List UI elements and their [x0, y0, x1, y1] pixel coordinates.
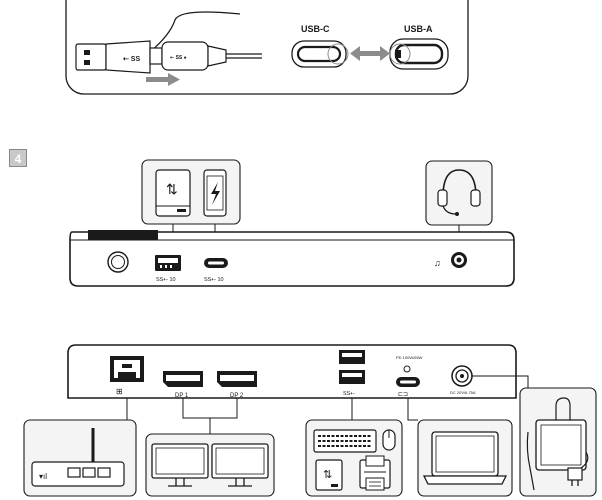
smartphone-charging-icon [203, 169, 227, 217]
laptop-callout-line [407, 398, 418, 421]
svg-text:⇠ SS: ⇠ SS [123, 56, 140, 63]
usb-a-port-illustration: USB-A [389, 24, 449, 70]
usb-drive-icon: ⇅ [315, 459, 343, 491]
adapter-cable [149, 11, 241, 53]
dock-front-body: SS⇠ 10 SS⇠ 10 ♫ [69, 230, 515, 287]
rear-usb-label: SS⇠ [343, 391, 355, 397]
adapter-panel: ⇠ SS ⇠ SS ● USB-C [65, 0, 469, 95]
usb-a-label: USB-A [404, 24, 433, 34]
dp1-label: DP 1 [175, 393, 189, 399]
ethernet-port: ⊞ [110, 356, 144, 396]
laptop-port-icon: ⊏⊐ [398, 392, 408, 398]
upstream-usb-c-port: PD 100W/65W ⊏⊐ [396, 355, 423, 398]
front-usb-a-label: SS⇠ 10 [156, 277, 176, 283]
mouse-icon [382, 429, 396, 451]
dual-monitor-callout [145, 433, 275, 497]
audio-jack: ♫ [434, 252, 467, 268]
usb-c-plug: ⇠ SS ● [149, 41, 262, 71]
ethernet-icon: ⊞ [116, 387, 123, 396]
swap-arrow [350, 46, 390, 61]
monitor-1-icon [151, 443, 209, 487]
svg-text:▾ıl: ▾ıl [39, 472, 47, 481]
router-icon: ▾ıl [31, 428, 125, 487]
rear-view: ⊞ DP 1 DP 2 SS⇠ [23, 344, 597, 497]
usb-c-port-illustration: USB-C [291, 24, 349, 68]
monitor-callout-line [182, 398, 238, 419]
dock-rear-body: ⊞ DP 1 DP 2 SS⇠ [67, 344, 517, 399]
displayport-1: DP 1 [163, 371, 203, 399]
rear-usb-a-ports: SS⇠ [339, 350, 365, 397]
svg-text:⇠ SS ●: ⇠ SS ● [170, 55, 187, 61]
dc-power-input: DC 20V/6.75A [450, 365, 476, 395]
front-usb-c-label: SS⇠ 10 [204, 277, 224, 283]
front-usb-c-port: SS⇠ 10 [204, 258, 228, 283]
usb-c-label: USB-C [301, 24, 330, 34]
svg-text:⇅: ⇅ [166, 181, 178, 197]
network-router-callout: ▾ıl [23, 419, 137, 497]
front-usb-a-port: SS⇠ 10 [155, 255, 181, 283]
power-adapter-icon [526, 397, 589, 491]
keyboard-icon [313, 429, 377, 453]
step-number-badge: 4 [9, 149, 27, 167]
laptop-icon [422, 431, 508, 485]
laptop-callout [417, 419, 513, 497]
headset-icon [437, 169, 481, 216]
dp2-label: DP 2 [230, 393, 244, 399]
monitor-2-icon [211, 443, 269, 487]
storage-drive-icon: ⇅ [155, 169, 191, 217]
power-adapter-callout [519, 387, 597, 497]
front-usb-device-callout: ⇅ [141, 159, 241, 225]
dc-label: DC 20V/6.75A [450, 390, 476, 395]
pd-label: PD 100W/65W [396, 355, 423, 360]
insert-arrow [146, 73, 180, 86]
printer-icon [359, 455, 391, 491]
front-view: ⇅ [69, 159, 515, 287]
usb-a-adapter-plug: ⇠ SS [75, 40, 151, 74]
headset-jack-icon: ♫ [434, 258, 441, 268]
displayport-2: DP 2 [217, 371, 257, 399]
peripherals-callout: ⇅ [305, 419, 403, 497]
headset-callout [425, 160, 493, 226]
svg-text:⇅: ⇅ [323, 469, 332, 481]
